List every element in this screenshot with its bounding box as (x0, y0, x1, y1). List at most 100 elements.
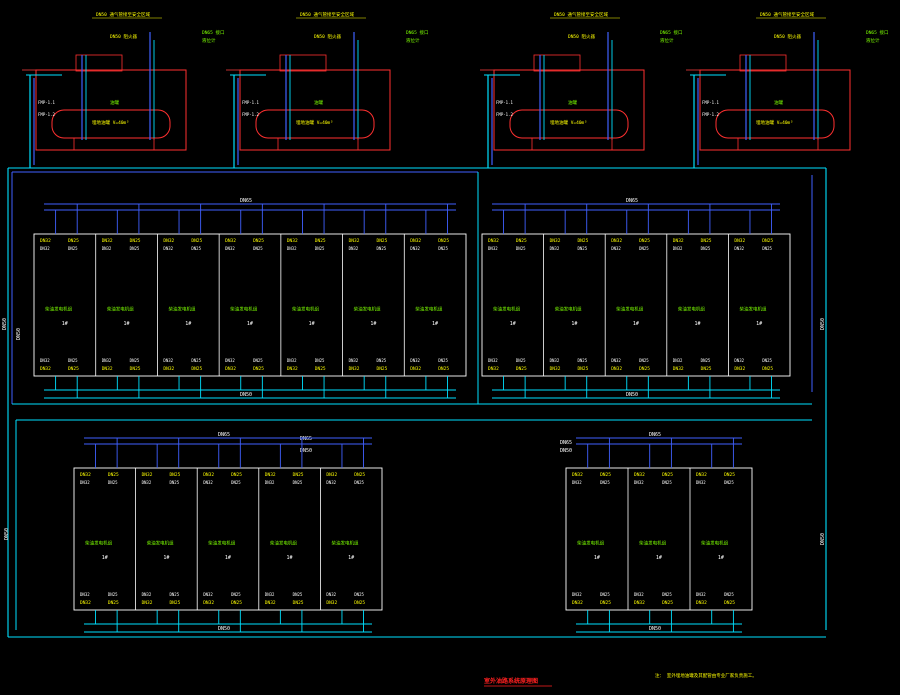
unit-port-in: DN32 (734, 238, 745, 244)
unit-port-out: DN25 (762, 358, 772, 363)
unit-name: 柴油发电机组 (678, 306, 705, 313)
room-outline (73, 467, 383, 611)
tank-label: 液位计 (866, 37, 880, 44)
unit-port-in: DN32 (634, 600, 645, 606)
unit-port-in: DN32 (349, 358, 359, 363)
unit-port-in: DN32 (488, 238, 499, 244)
unit-port-out: DN25 (354, 592, 364, 597)
unit-port-out: DN25 (293, 480, 303, 485)
unit-port-out: DN25 (169, 600, 180, 606)
unit-number: 1# (185, 321, 191, 327)
unit-name: 柴油发电机组 (45, 306, 72, 313)
unit-port-out: DN25 (191, 246, 201, 251)
unit-port-out: DN25 (438, 238, 449, 244)
unit-port-out: DN25 (354, 472, 365, 478)
unit-port-out: DN25 (662, 480, 672, 485)
unit-port-in: DN32 (265, 592, 275, 597)
unit-port-out: DN25 (701, 246, 711, 251)
unit-port-in: DN32 (734, 246, 744, 251)
unit-port-in: DN32 (80, 472, 91, 478)
unit-number: 1# (571, 321, 577, 327)
unit-port-in: DN32 (102, 246, 112, 251)
unit-port-out: DN25 (68, 358, 78, 363)
tank-label: 液位计 (660, 37, 674, 44)
left-pipe-label: DN50 (16, 328, 22, 340)
tank-note: 埋地油罐 V=40m³ (92, 119, 129, 126)
unit-port-out: DN25 (293, 592, 303, 597)
unit-port-out: DN25 (108, 600, 119, 606)
unit-port-in: DN32 (326, 480, 336, 485)
unit-port-out: DN25 (169, 592, 179, 597)
unit-port-out: DN25 (516, 358, 526, 363)
tank-pit (239, 69, 391, 151)
tank-caption: 油罐 (110, 99, 119, 106)
unit-port-out: DN25 (130, 238, 141, 244)
unit-port-in: DN32 (225, 238, 236, 244)
unit-port-out: DN25 (600, 472, 611, 478)
unit-port-in: DN32 (550, 238, 561, 244)
room-outline (481, 233, 791, 377)
tank-fmp-1: FMP-1.1 (702, 100, 719, 105)
unit-number: 1# (370, 321, 376, 327)
unit-port-out: DN25 (253, 366, 264, 372)
unit-port-in: DN32 (611, 358, 621, 363)
unit-port-in: DN32 (40, 366, 51, 372)
unit-port-out: DN25 (600, 592, 610, 597)
unit-number: 1# (123, 321, 129, 327)
unit-port-in: DN32 (40, 238, 51, 244)
unit-port-in: DN32 (673, 358, 683, 363)
room-outline (33, 233, 467, 377)
header-label: DN50 (626, 392, 638, 398)
unit-port-out: DN25 (762, 238, 773, 244)
unit-port-in: DN32 (40, 358, 50, 363)
unit-port-out: DN25 (354, 600, 365, 606)
footnote: 注： 室外埋地油罐及其配管由专业厂家负责施工。 (655, 672, 757, 679)
tank-body (715, 109, 835, 139)
unit-port-in: DN32 (326, 592, 336, 597)
header-label: DN65 (649, 432, 661, 438)
unit-name: 柴油发电机组 (639, 540, 666, 547)
unit-port-out: DN25 (639, 358, 649, 363)
unit-port-out: DN25 (68, 238, 79, 244)
unit-port-in: DN32 (102, 358, 112, 363)
unit-port-in: DN32 (410, 366, 421, 372)
unit-port-out: DN25 (639, 238, 650, 244)
unit-port-in: DN32 (203, 592, 213, 597)
unit-name: 柴油发电机组 (230, 306, 257, 313)
unit-port-out: DN25 (354, 480, 364, 485)
unit-port-out: DN25 (377, 238, 388, 244)
unit-name: 柴油发电机组 (616, 306, 643, 313)
tank-label: DN65 接口 (406, 29, 429, 36)
unit-port-in: DN32 (634, 480, 644, 485)
unit-port-in: DN32 (287, 238, 298, 244)
unit-port-in: DN32 (265, 472, 276, 478)
unit-number: 1# (633, 321, 639, 327)
unit-number: 1# (510, 321, 516, 327)
unit-port-in: DN32 (265, 480, 275, 485)
unit-port-out: DN25 (68, 366, 79, 372)
unit-port-in: DN32 (696, 480, 706, 485)
unit-port-in: DN32 (673, 238, 684, 244)
unit-port-in: DN32 (287, 366, 298, 372)
unit-name: 柴油发电机组 (147, 540, 174, 547)
unit-port-in: DN32 (80, 592, 90, 597)
tank-caption: 油罐 (568, 99, 577, 106)
unit-port-out: DN25 (639, 366, 650, 372)
tank-fmp-2: FMP-1.2 (702, 112, 719, 117)
unit-port-out: DN25 (577, 238, 588, 244)
unit-port-in: DN32 (225, 366, 236, 372)
tank-body (255, 109, 375, 139)
unit-port-in: DN32 (550, 246, 560, 251)
